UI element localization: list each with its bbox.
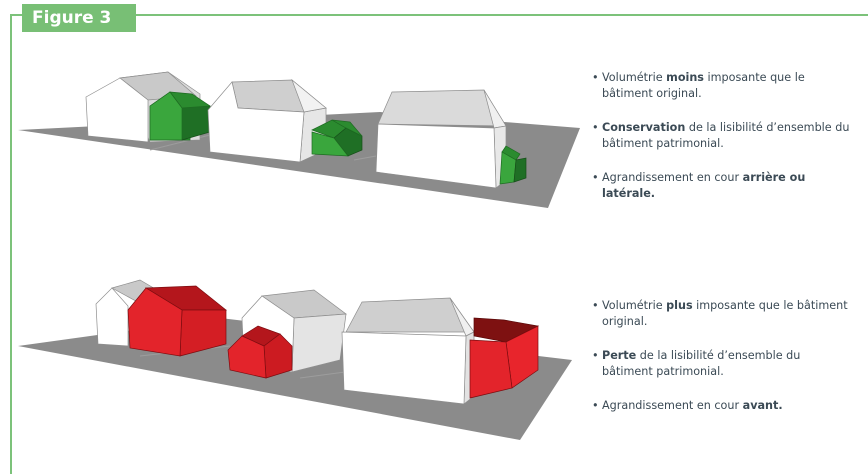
list-item: • Agrandissement en cour arrière ou laté… bbox=[592, 171, 806, 200]
bullet-dot: • bbox=[592, 171, 599, 184]
list-item: • Volumétrie moins imposante que le bâti… bbox=[592, 71, 805, 100]
bullet-dot: • bbox=[592, 399, 599, 412]
top-addition-3 bbox=[499, 145, 527, 185]
list-item: • Perte de la lisibilité d’ensemble du b… bbox=[592, 349, 801, 378]
bottom-illustration bbox=[18, 279, 572, 440]
top-house-3 bbox=[375, 89, 507, 189]
bottom-addition-1 bbox=[127, 285, 227, 357]
bullet-dot: • bbox=[592, 71, 599, 84]
top-addition-2 bbox=[311, 119, 363, 157]
bottom-addition-2 bbox=[227, 325, 293, 379]
bullet-dot: • bbox=[592, 349, 599, 362]
list-item: • Volumétrie plus imposante que le bâtim… bbox=[592, 299, 848, 328]
bottom-house-3 bbox=[341, 297, 475, 405]
bullet-dot: • bbox=[592, 299, 599, 312]
top-bullet-list: • Volumétrie moins imposante que le bâti… bbox=[592, 70, 854, 220]
figure-border bbox=[10, 14, 868, 474]
bottom-bullet-list: • Volumétrie plus imposante que le bâtim… bbox=[592, 298, 854, 432]
bullet-dot: • bbox=[592, 121, 599, 134]
bottom-addition-3 bbox=[469, 317, 540, 399]
top-addition-1 bbox=[149, 91, 212, 141]
top-house-2 bbox=[207, 78, 327, 163]
list-item: • Agrandissement en cour avant. bbox=[592, 399, 783, 412]
top-illustration bbox=[18, 71, 580, 208]
figure-label: Figure 3 bbox=[22, 4, 136, 32]
list-item: • Conservation de la lisibilité d’ensemb… bbox=[592, 121, 850, 150]
